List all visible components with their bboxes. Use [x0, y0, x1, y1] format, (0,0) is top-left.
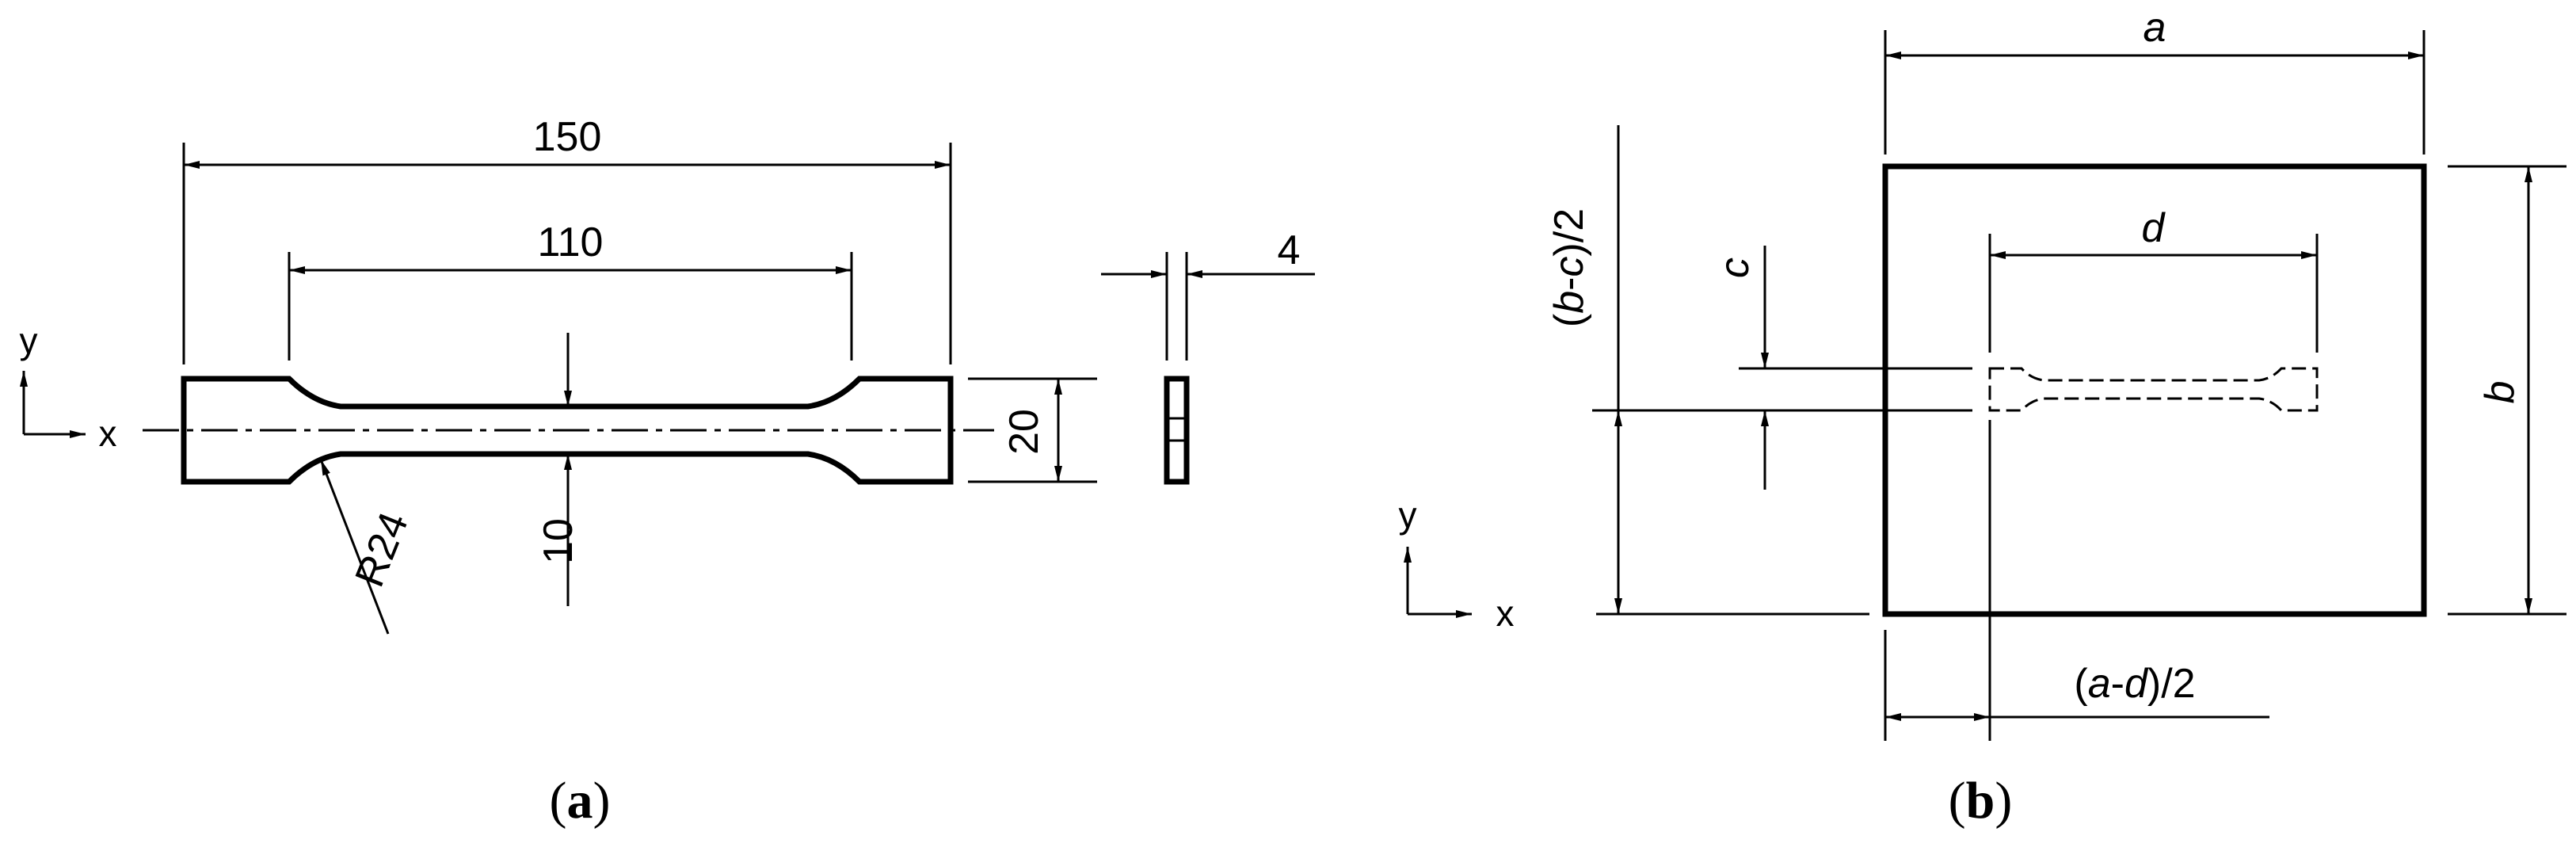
axes-indicator-a: y x [20, 320, 117, 454]
caption-a: (a) [550, 772, 611, 830]
dim-ad-half-label: (a-d)/2 [2074, 661, 2195, 707]
dimension-thickness: 4 [1101, 227, 1315, 361]
specimen-side-view [1164, 376, 1190, 485]
dim-d-label: d [2142, 205, 2166, 251]
axis-x-label-b: x [1496, 593, 1515, 634]
axes-indicator-b: y x [1399, 494, 1515, 634]
caption-b: (b) [1949, 772, 2013, 830]
dim-b-label: b [2477, 381, 2523, 404]
panel-a: 150 110 10 20 R24 [20, 114, 1315, 830]
dim-c-label: c [1712, 258, 1758, 278]
dim-10-label: 10 [535, 518, 581, 564]
dim-20-label: 20 [1001, 409, 1047, 455]
dimension-a: a [1884, 5, 2425, 155]
dim-110-label: 110 [538, 219, 604, 265]
dimension-c: c [1712, 246, 1769, 490]
dimension-gauge-length: 110 [288, 219, 853, 361]
dimension-b-minus-c-half: (b-c)/2 [1546, 125, 1869, 616]
dim-150-label: 150 [533, 114, 602, 160]
dimension-a-minus-d-half: (a-d)/2 [1884, 420, 2269, 741]
dimension-d: d [1988, 205, 2319, 353]
dimension-grip-width: 20 [968, 377, 1097, 483]
dim-4-label: 4 [1278, 227, 1301, 273]
axis-y-label-a: y [20, 320, 38, 361]
dim-a-label: a [2143, 5, 2166, 51]
panel-b: a b d c (b-c)/2 [1399, 5, 2566, 830]
dim-bc-half-label: (b-c)/2 [1546, 208, 1592, 327]
dim-r24-label: R24 [346, 506, 417, 593]
axis-x-label-a: x [99, 413, 117, 454]
dimension-gauge-width: 10 [535, 333, 581, 606]
dimension-radius: R24 [319, 459, 417, 635]
dimension-overall-length: 150 [182, 114, 952, 364]
plate-outline [1882, 163, 2427, 617]
axis-y-label-b: y [1399, 494, 1417, 536]
specimen-dashed-outline [1988, 367, 2319, 412]
dimension-b: b [2448, 165, 2566, 616]
